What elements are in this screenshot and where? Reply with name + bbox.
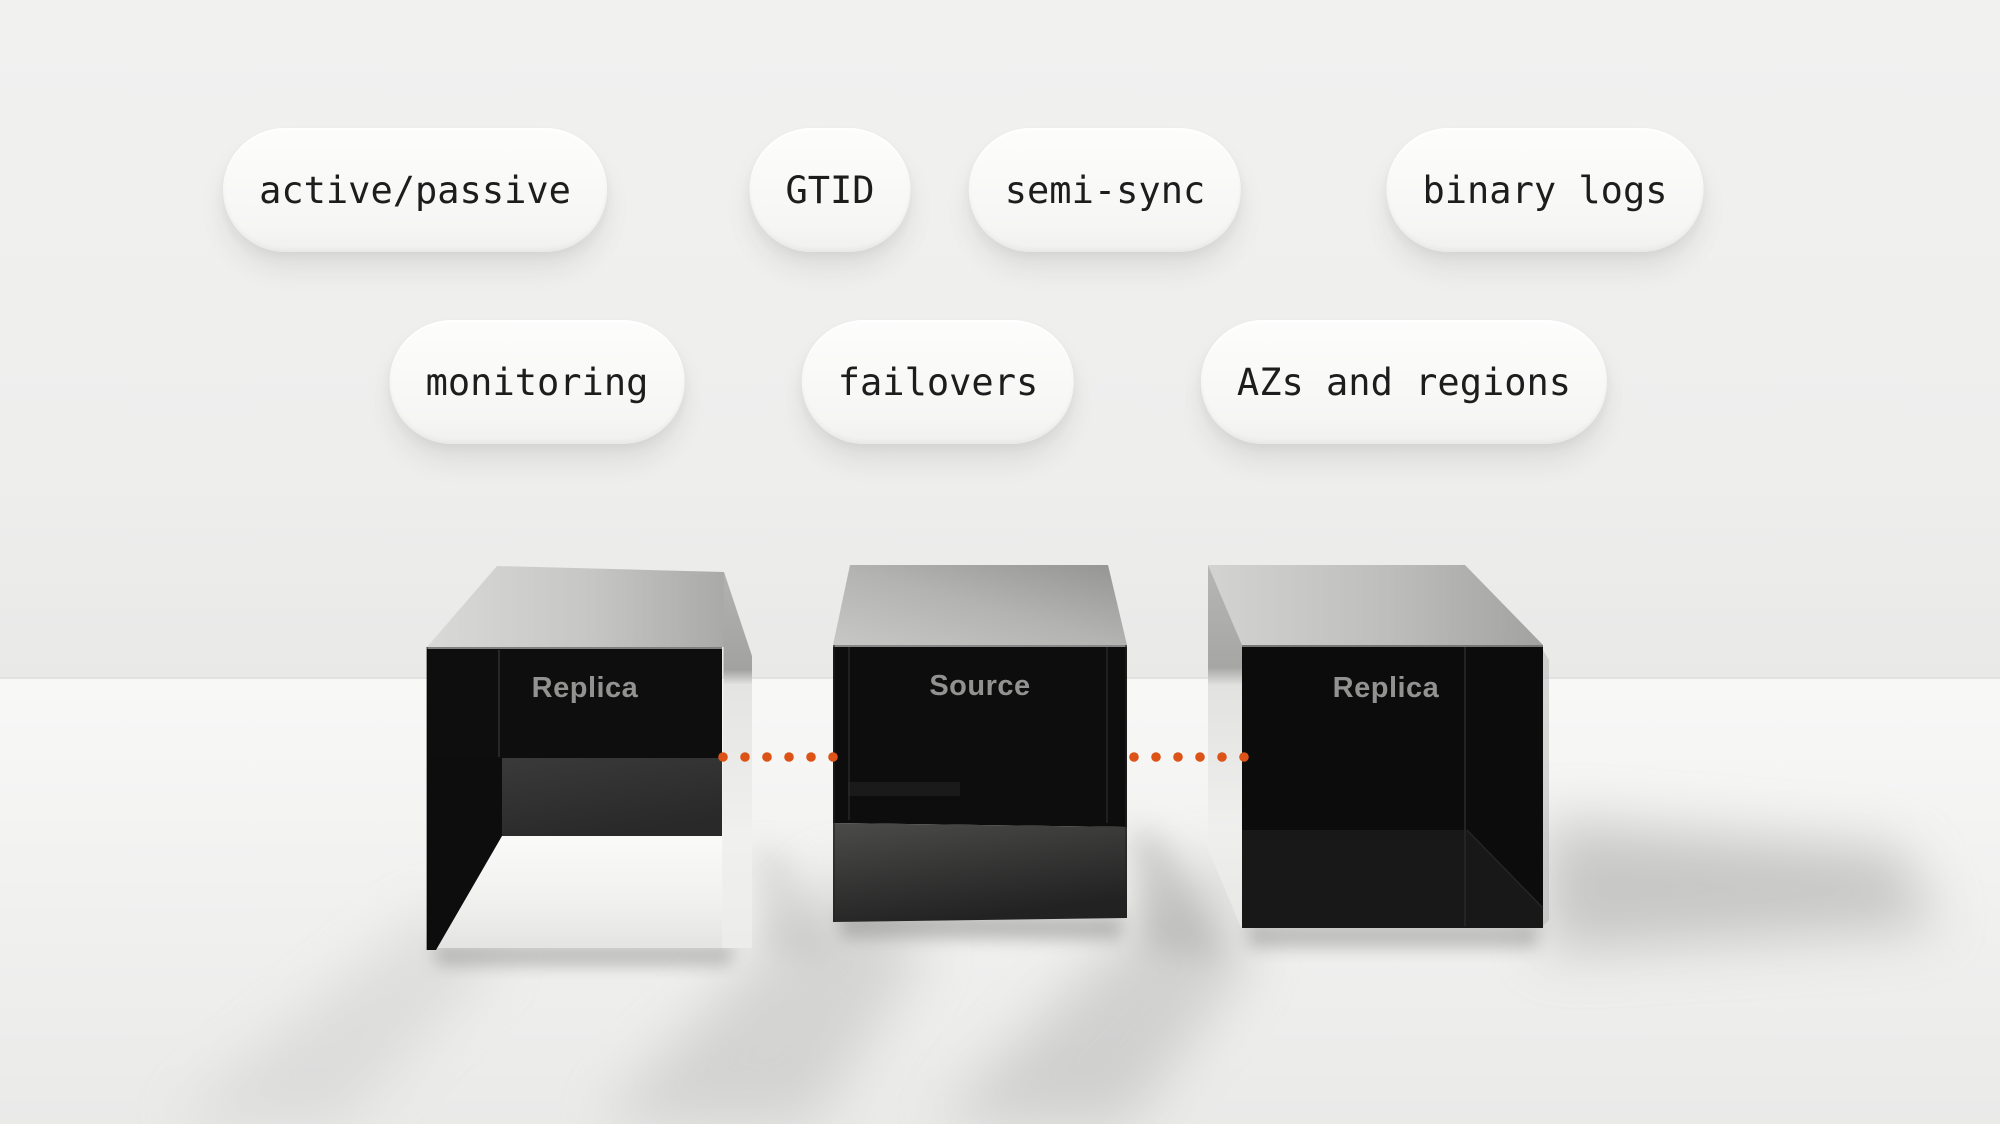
- floor-shadows: [170, 820, 1938, 1124]
- cube-reflection-wedge: [1242, 830, 1543, 928]
- badge-semi-sync: semi-sync: [968, 128, 1242, 252]
- cube-label-replica-right: Replica: [1333, 672, 1440, 704]
- badge-gtid: GTID: [749, 128, 911, 252]
- cube-top-face: [1208, 565, 1543, 645]
- cube-left-dark-column: [427, 758, 502, 950]
- badge-azs-and-regions: AZs and regions: [1200, 320, 1608, 444]
- cube-front-face: [833, 645, 1127, 827]
- cube-replica-left: Replica: [426, 566, 752, 950]
- badge-label: AZs and regions: [1236, 360, 1572, 404]
- cube-reflection-wedge: [833, 823, 1127, 922]
- replication-connector-left: [718, 752, 838, 762]
- cube-right-glass-edge: [722, 572, 752, 948]
- badge-monitoring: monitoring: [389, 320, 685, 444]
- badge-label: failovers: [837, 360, 1039, 404]
- badge-label: active/passive: [259, 168, 571, 212]
- cube-replica-right: Replica: [1208, 565, 1549, 930]
- cube-label-source: Source: [929, 670, 1030, 702]
- badge-binary-logs: binary logs: [1386, 128, 1704, 252]
- cube-top-face: [427, 566, 726, 647]
- cube-label-replica-left: Replica: [532, 672, 639, 704]
- cube-inner-reflection: [848, 782, 960, 796]
- cube-top-face: [833, 565, 1127, 645]
- cube-front-face: [427, 647, 722, 758]
- cube-glass-bottom: [427, 836, 722, 948]
- badge-label: semi-sync: [1004, 168, 1206, 212]
- cube-left-glass-edge: [1208, 565, 1242, 930]
- cube-right-edge-highlight: [1543, 650, 1549, 926]
- replication-connector-right: [1129, 752, 1249, 762]
- cube-source: Source: [833, 565, 1127, 922]
- badge-label: binary logs: [1422, 168, 1668, 212]
- badge-label: monitoring: [425, 360, 649, 404]
- badge-label: GTID: [785, 168, 875, 212]
- badge-active-passive: active/passive: [223, 128, 607, 252]
- badge-failovers: failovers: [801, 320, 1075, 444]
